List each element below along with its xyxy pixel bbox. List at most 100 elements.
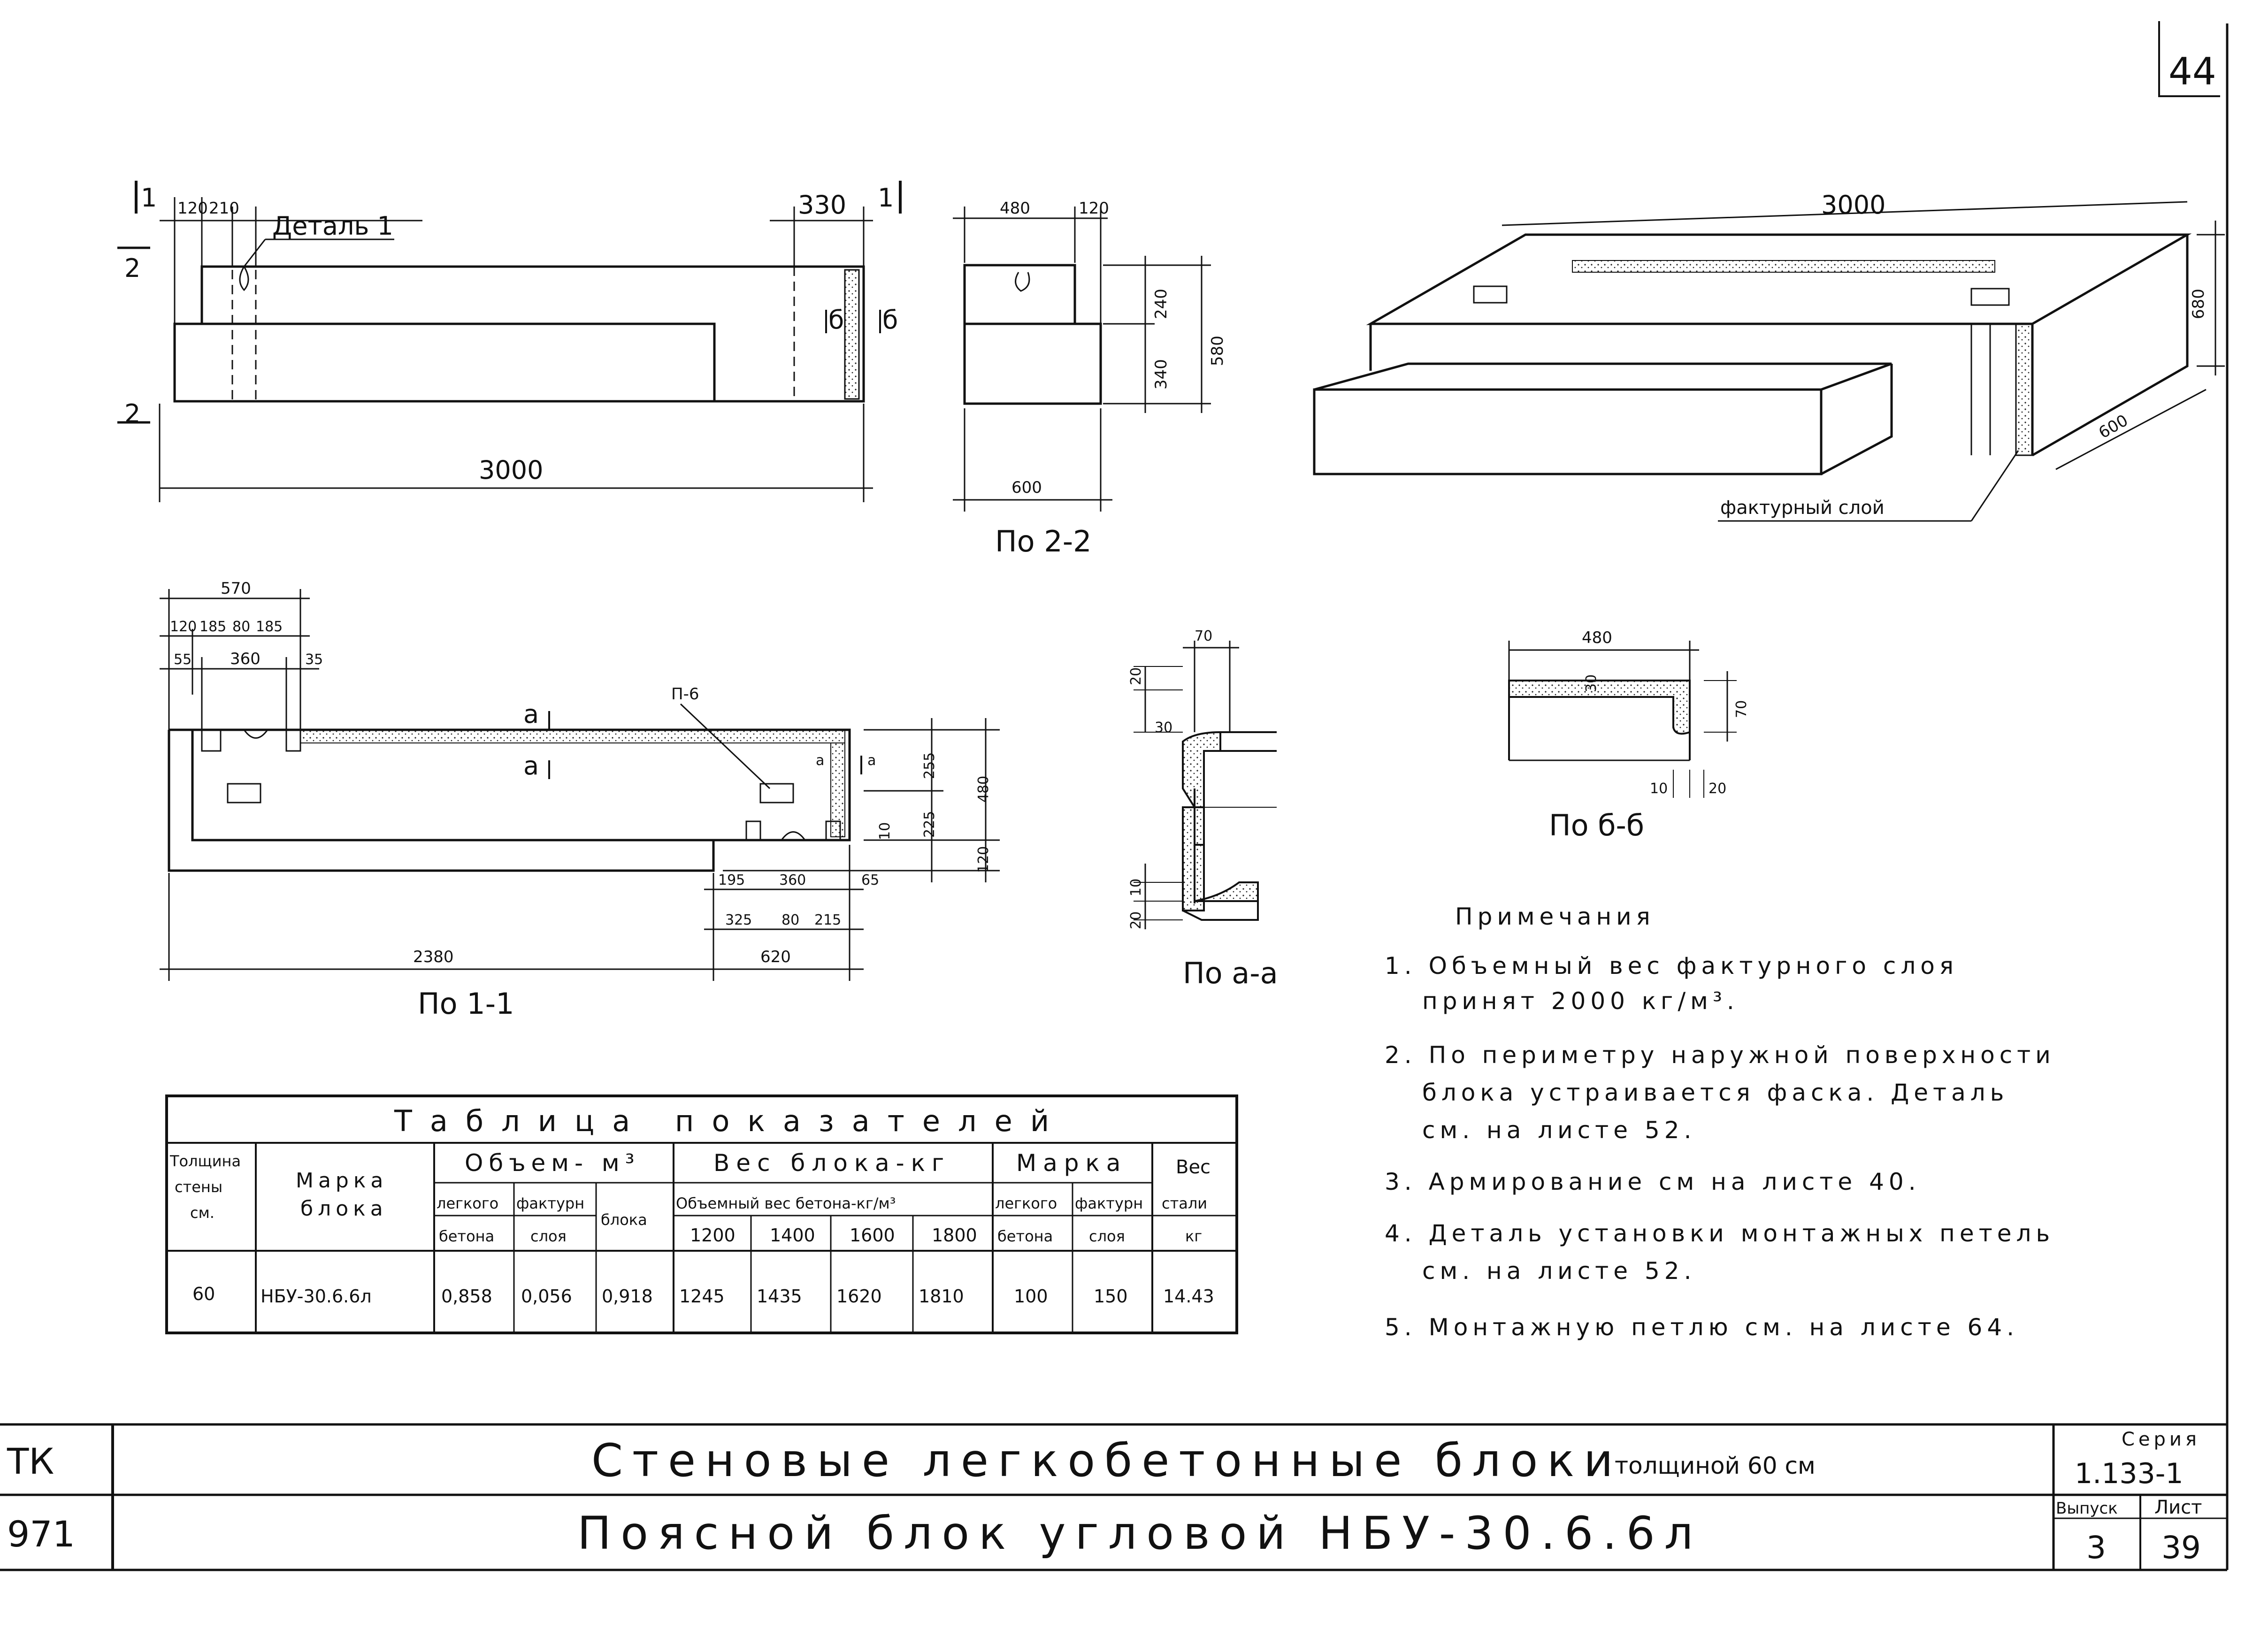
th-grade: Марка [1016,1149,1127,1177]
section-mark-1-left: 1 [141,183,157,213]
notes-block: Примечания 1. Объемный вес фактурного сл… [1385,903,2054,1341]
title-line-2: Поясной блок угловой НБУ-30.6.6л [577,1507,1702,1560]
dim-11-35: 35 [305,651,323,668]
section-mark-a-2: а [523,751,539,781]
dim-aa-20b: 20 [1128,911,1144,929]
dim-aa-70: 70 [1195,628,1212,644]
dim-22-600: 600 [1011,478,1042,497]
dim-iso-3000: 3000 [1821,190,1885,220]
th-weight: Вес блока-кг [713,1149,950,1177]
notes-heading: Примечания [1455,903,1655,930]
th-steel-1: Вес [1176,1156,1211,1178]
dim-11-185a: 185 [199,619,226,635]
dim-11-10: 10 [877,822,893,840]
dim-11-570: 570 [221,579,251,598]
section-mark-1-right: 1 [878,183,894,213]
doc-code: 971 [7,1513,75,1555]
section-a-a-caption: По а-а [1183,956,1278,990]
dim-aa-10: 10 [1128,879,1144,896]
dim-aa-30: 30 [1155,719,1172,736]
sheet-value: 39 [2161,1530,2201,1566]
dim-22-340: 340 [1152,359,1171,390]
dim-side-3000: 3000 [479,455,543,485]
org-label: ТК [7,1440,54,1482]
note-4-line-1: 4. Деталь установки монтажных петель [1385,1220,2054,1247]
note-5-line-1: 5. Монтажную петлю см. на листе 64. [1385,1314,2019,1341]
td-thickness: 60 [192,1284,215,1304]
issue-label: Выпуск [2056,1499,2118,1518]
title-block [0,1424,2227,1570]
th-grade-facing-2: слоя [1089,1227,1125,1245]
th-volume-facing-1: фактурн [516,1194,584,1212]
dim-22-480: 480 [1000,199,1030,218]
detail-1-label: Деталь 1 [272,211,393,241]
th-grade-facing-1: фактурн [1075,1194,1143,1212]
td-weight-1600: 1620 [836,1286,882,1307]
dim-11-2380: 2380 [413,948,454,966]
th-mark-2: блока [300,1197,388,1221]
dim-bb-30: 30 [1583,674,1600,692]
th-volume-block: блока [601,1211,647,1229]
th-weight-1800: 1800 [932,1225,977,1246]
dim-11-360: 360 [230,650,261,668]
td-weight-1200: 1245 [679,1286,725,1307]
section-mark-2-top: 2 [124,253,140,283]
section-mark-a-4: а [867,752,876,769]
note-3-line-1: 3. Армирование см на листе 40. [1385,1168,1921,1195]
dim-11-360b: 360 [779,872,806,888]
section-mark-b-left: б [828,305,844,335]
dim-11-65: 65 [861,872,879,888]
th-weight-1600: 1600 [850,1225,895,1246]
section-mark-a-3: а [816,752,824,769]
sheet-number: 44 [2168,50,2216,93]
dim-22-240: 240 [1152,289,1171,319]
section-2-2-view [953,207,1211,512]
note-4-line-2: см. на листе 52. [1422,1257,1696,1285]
dim-side-120: 120 [177,199,208,218]
title-line-1: Стеновые легкобетонные блоки [591,1434,1623,1487]
dim-bb-480: 480 [1582,628,1612,647]
sheet-frame [0,23,2229,1571]
title-line-1-suffix: толщиной 60 см [1615,1452,1816,1479]
td-grade-light: 100 [1014,1286,1048,1307]
issue-value: 3 [2086,1530,2106,1566]
td-steel: 14.43 [1163,1286,1214,1307]
dim-11-120r: 120 [975,846,992,873]
dim-11-120: 120 [170,619,197,635]
section-b-b-view [1508,641,1737,798]
th-weight-1400: 1400 [770,1225,815,1246]
isometric-leader-label: фактурный слой [1720,497,1885,519]
table-row: 60 НБУ-30.6.6л 0,858 0,056 0,918 1245 14… [192,1284,1214,1307]
th-thickness-2: стены [175,1178,222,1196]
dim-11-185b: 185 [256,619,283,635]
th-steel-3: кг [1185,1227,1202,1245]
th-weight-1200: 1200 [690,1225,736,1246]
side-view [117,181,902,502]
note-1-line-1: 1. Объемный вес фактурного слоя [1385,952,1958,980]
dim-bb-70: 70 [1733,700,1750,718]
th-weight-sub: Объемный вес бетона-кг/м³ [676,1194,896,1212]
note-2-line-2: блока устраивается фаска. Деталь [1422,1079,2008,1106]
th-grade-light-1: легкого [995,1194,1057,1212]
dim-11-215: 215 [814,912,841,928]
th-steel-2: стали [1162,1194,1207,1212]
section-2-2-caption: По 2-2 [995,524,1092,559]
section-a-a-view [1134,641,1277,929]
td-volume-block: 0,918 [602,1286,653,1307]
dim-11-80b: 80 [782,912,799,928]
th-grade-light-2: бетона [997,1227,1053,1245]
td-mark: НБУ-30.6.6л [261,1286,372,1307]
dim-side-210: 210 [209,199,239,218]
th-thickness-1: Толщина [169,1152,241,1170]
td-weight-1400: 1435 [757,1286,802,1307]
indicators-table [165,1094,1238,1334]
note-1-line-2: принят 2000 кг/м³. [1422,987,1739,1015]
dim-iso-680: 680 [2189,289,2208,319]
dim-side-330: 330 [798,190,846,220]
td-volume-light: 0,858 [441,1286,492,1307]
td-grade-facing: 150 [1094,1286,1128,1307]
dim-11-55: 55 [174,651,192,668]
dim-bb-20: 20 [1709,781,1726,797]
dim-11-195: 195 [718,872,745,888]
